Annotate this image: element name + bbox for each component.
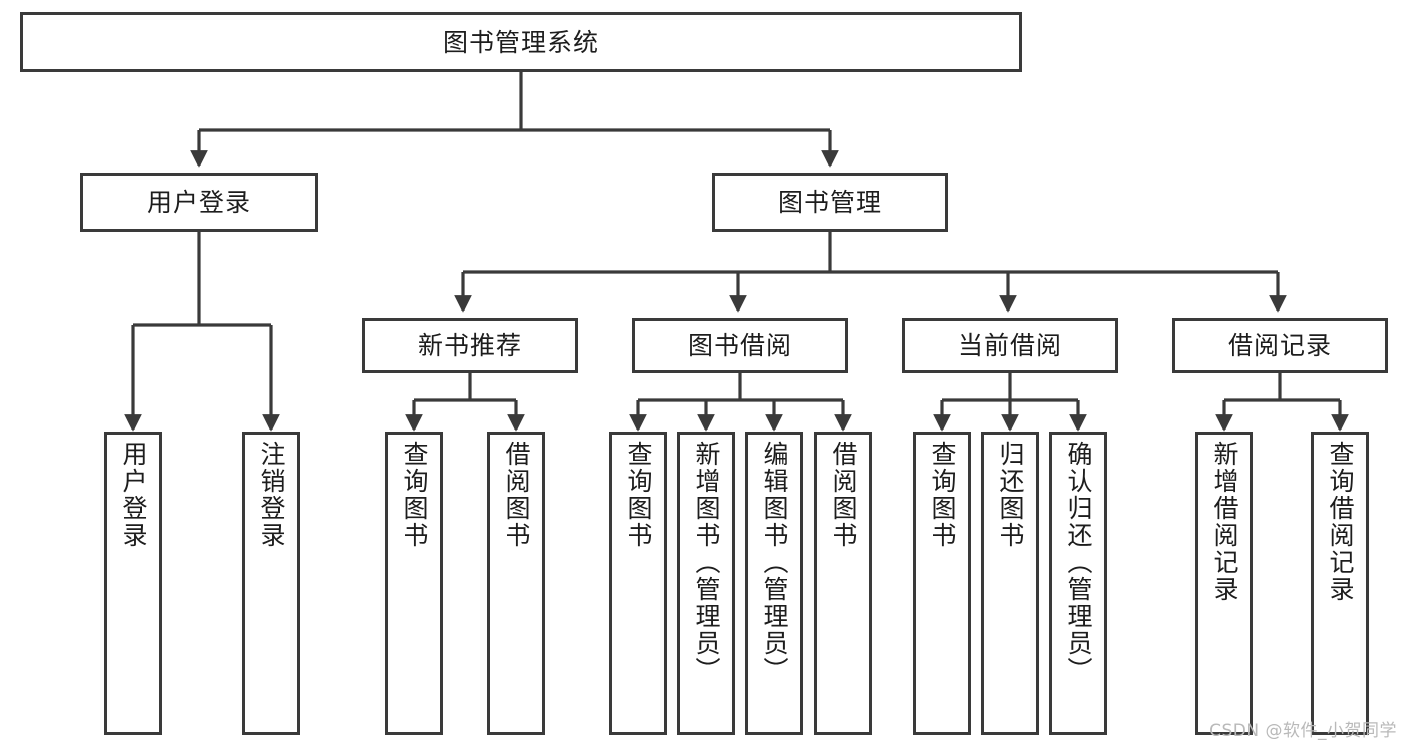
- node-label: 新增借阅记录: [1210, 441, 1239, 603]
- node-label: 查询图书: [400, 441, 429, 549]
- node-root-system[interactable]: 图书管理系统: [20, 12, 1022, 72]
- node-label: 借阅图书: [829, 441, 858, 549]
- watermark: CSDN @软件_小贺同学: [1209, 721, 1397, 741]
- node-label: 新书推荐: [417, 331, 522, 360]
- leaf-user-login-logout[interactable]: 注销登录: [242, 432, 300, 735]
- node-user-login[interactable]: 用户登录: [80, 173, 318, 232]
- leaf-borrow-record-query[interactable]: 查询借阅记录: [1311, 432, 1369, 735]
- leaf-new-book-query[interactable]: 查询图书: [385, 432, 443, 735]
- node-label: 图书管理系统: [442, 27, 599, 57]
- leaf-current-borrow-confirm-return[interactable]: 确认归还（管理员）: [1049, 432, 1107, 735]
- leaf-book-borrow-borrow[interactable]: 借阅图书: [814, 432, 872, 735]
- leaf-user-login-login[interactable]: 用户登录: [104, 432, 162, 735]
- node-label: 借阅图书: [502, 441, 531, 549]
- node-label: 编辑图书（管理员）: [760, 441, 789, 684]
- node-current-borrow[interactable]: 当前借阅: [902, 318, 1118, 373]
- leaf-new-book-borrow[interactable]: 借阅图书: [487, 432, 545, 735]
- node-label: 图书借阅: [687, 331, 792, 360]
- node-label: 图书管理: [777, 188, 882, 217]
- leaf-borrow-record-add[interactable]: 新增借阅记录: [1195, 432, 1253, 735]
- node-label: 用户登录: [146, 188, 251, 217]
- node-label: 用户登录: [119, 441, 148, 549]
- node-label: 注销登录: [257, 441, 286, 549]
- node-label: 借阅记录: [1227, 331, 1332, 360]
- node-book-borrow[interactable]: 图书借阅: [632, 318, 848, 373]
- leaf-book-borrow-edit[interactable]: 编辑图书（管理员）: [745, 432, 803, 735]
- node-new-book-recommend[interactable]: 新书推荐: [362, 318, 578, 373]
- leaf-current-borrow-return[interactable]: 归还图书: [981, 432, 1039, 735]
- node-borrow-record[interactable]: 借阅记录: [1172, 318, 1388, 373]
- node-label: 新增图书（管理员）: [692, 441, 721, 684]
- node-label: 查询借阅记录: [1326, 441, 1355, 603]
- leaf-book-borrow-query[interactable]: 查询图书: [609, 432, 667, 735]
- leaf-current-borrow-query[interactable]: 查询图书: [913, 432, 971, 735]
- node-label: 确认归还（管理员）: [1064, 441, 1093, 684]
- node-book-management[interactable]: 图书管理: [712, 173, 948, 232]
- node-label: 查询图书: [928, 441, 957, 549]
- leaf-book-borrow-add[interactable]: 新增图书（管理员）: [677, 432, 735, 735]
- node-label: 查询图书: [624, 441, 653, 549]
- node-label: 当前借阅: [957, 331, 1062, 360]
- node-label: 归还图书: [996, 441, 1025, 549]
